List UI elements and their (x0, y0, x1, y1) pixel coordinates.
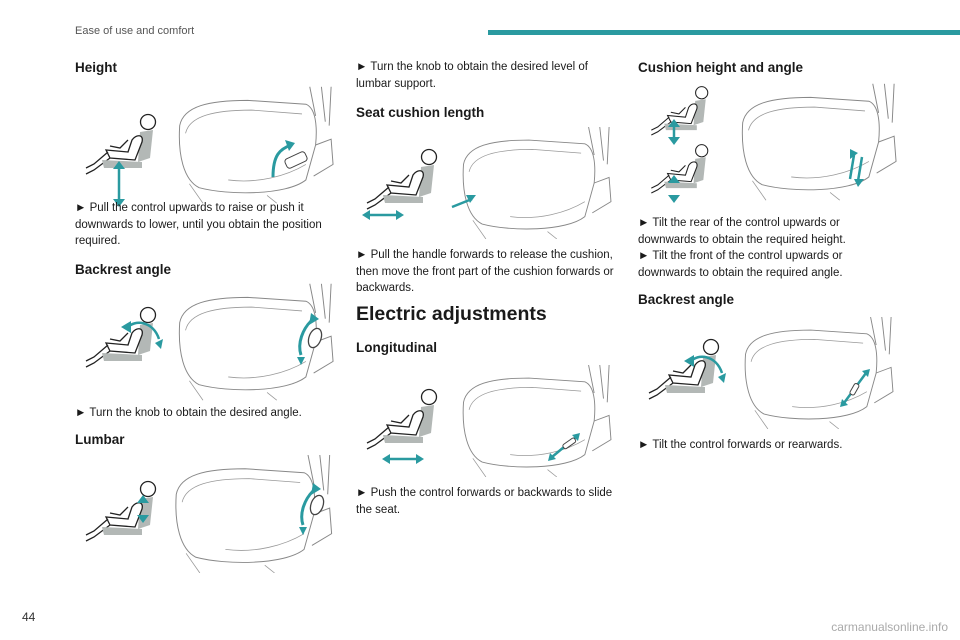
heading-backrest-angle-electric: Backrest angle (638, 292, 735, 307)
watermark: carmanualsonline.info (831, 620, 948, 634)
text-lumbar: ► Turn the knob to obtain the desired le… (356, 61, 588, 90)
figure-height-adjustment (85, 86, 334, 207)
heading-backrest-angle: Backrest angle (75, 262, 172, 277)
heading-height: Height (75, 60, 117, 75)
section-header: Ease of use and comfort (75, 25, 195, 37)
heading-lumbar: Lumbar (75, 432, 125, 447)
figure-cushion-length (362, 127, 612, 239)
text-backrest-angle: ► Turn the knob to obtain the desired an… (75, 407, 302, 419)
text-cushion-angle: ► Tilt the front of the control upwards … (638, 250, 843, 279)
heading-longitudinal: Longitudinal (356, 340, 437, 355)
heading-seat-cushion-length: Seat cushion length (356, 105, 485, 120)
heading-electric-adjustments: Electric adjustments (356, 303, 547, 325)
heading-cushion-height-angle: Cushion height and angle (638, 60, 803, 75)
figure-backrest-angle-electric (648, 317, 894, 429)
figure-lumbar (85, 455, 333, 573)
page-number: 44 (22, 610, 36, 624)
text-height: ► Pull the control upwards to raise or p… (75, 202, 322, 247)
text-backrest-angle-electric: ► Tilt the control forwards or rearwards… (638, 439, 843, 451)
text-seat-cushion-length: ► Pull the handle forwards to release th… (356, 249, 614, 294)
header-bar (488, 30, 960, 35)
figure-longitudinal (366, 365, 612, 477)
text-longitudinal: ► Push the control forwards or backwards… (356, 487, 613, 516)
figure-backrest-angle (85, 283, 334, 401)
figure-cushion-height-angle (650, 83, 897, 203)
text-cushion-height: ► Tilt the rear of the control upwards o… (638, 217, 846, 246)
